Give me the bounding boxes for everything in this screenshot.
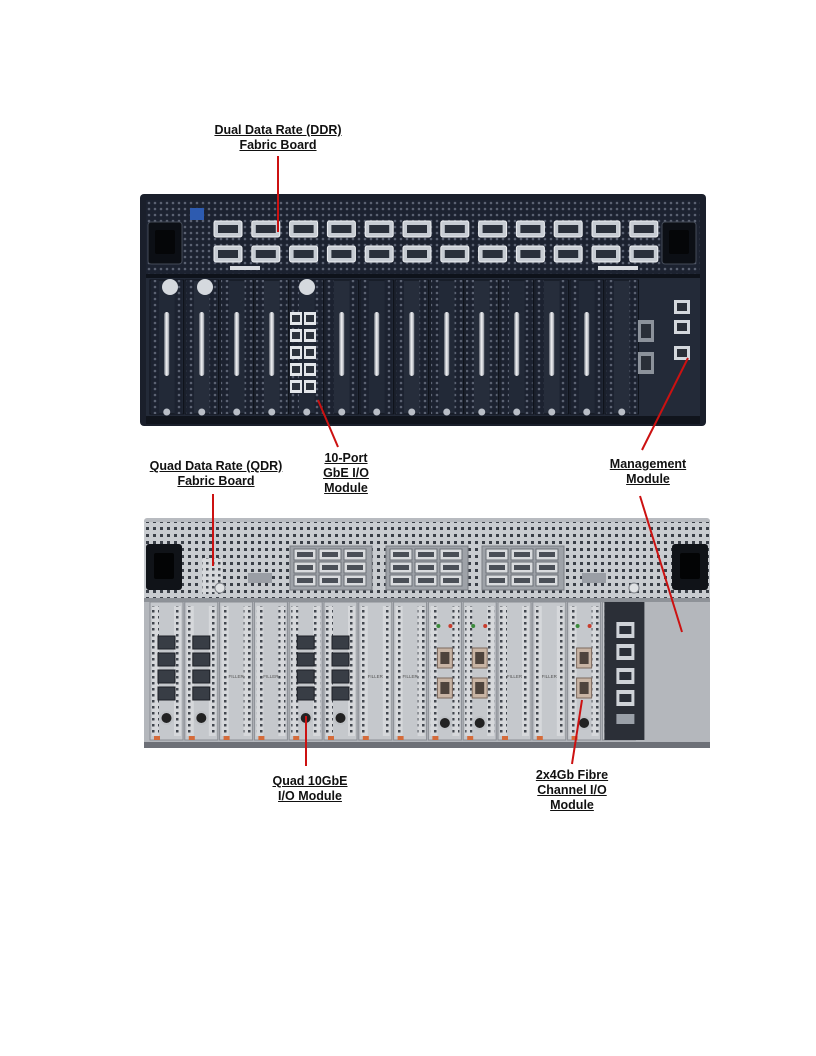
slot-handle: [199, 312, 205, 376]
sfp-plus-cage: [157, 669, 176, 684]
sfp-plus-cage: [331, 686, 350, 701]
ejector-handle: [437, 716, 452, 730]
slot-handle: [584, 312, 590, 376]
power-inlet-left: [147, 221, 183, 265]
fibre-channel-module-label: 2x4Gb Fibre Channel I/O Module: [535, 768, 609, 812]
filler-panel-label: FILLER: [402, 674, 418, 679]
thumbscrew: [233, 408, 241, 416]
status-led: [436, 624, 441, 628]
thumbscrew: [373, 408, 381, 416]
thumbscrew: [268, 408, 276, 416]
retention-clip: [502, 736, 508, 740]
status-led: [575, 624, 580, 628]
retention-clip: [258, 736, 265, 740]
status-badge: [190, 208, 204, 220]
sfp-plus-cage: [331, 669, 350, 684]
retention-clip: [223, 736, 230, 740]
power-inlet-right: [661, 221, 697, 265]
power-inlet-left: [146, 544, 182, 590]
qdr-chassis-photo: FILLER FILLER FILLER FILLER FILLER FILLER: [144, 518, 710, 748]
thumbscrew: [583, 408, 591, 416]
knob: [197, 279, 213, 295]
retention-clip: [188, 736, 195, 740]
sfp-plus-cage: [331, 635, 350, 650]
retention-clip: [154, 736, 160, 740]
sfp-plus-cage: [296, 669, 315, 684]
retention-clip: [467, 736, 474, 740]
slot-handle: [374, 312, 380, 376]
sfp-plus-cage: [157, 635, 176, 650]
sfp-plus-cage: [192, 652, 211, 667]
slot-handle: [409, 312, 415, 376]
qdr-fabric-board-label: Quad Data Rate (QDR) Fabric Board: [149, 459, 283, 488]
filler-panel-label: FILLER: [228, 674, 244, 679]
ejector-handle: [333, 711, 348, 725]
status-led: [471, 624, 476, 628]
slot-handle: [164, 312, 170, 376]
slot-handle: [479, 312, 485, 376]
ejector-handle: [298, 711, 313, 725]
slot-handle: [444, 312, 450, 376]
sfp-plus-cage: [296, 635, 315, 650]
retention-clip: [362, 736, 369, 740]
retention-clip: [536, 736, 543, 740]
latch-handle: [230, 266, 260, 270]
slot-handle: [514, 312, 520, 376]
thumbscrew: [163, 408, 171, 416]
thumbscrew: [443, 408, 451, 416]
power-inlet-right: [672, 544, 708, 590]
thumbscrew: [303, 408, 311, 416]
thumbscrew: [214, 582, 226, 594]
sfp-plus-cage: [192, 635, 211, 650]
sfp-plus-cage: [192, 686, 211, 701]
quad-10gbe-module-label: Quad 10GbE I/O Module: [272, 774, 348, 803]
latch-handle: [248, 573, 272, 583]
ejector-handle: [159, 711, 174, 725]
retention-clip: [293, 736, 300, 740]
thumbscrew: [198, 408, 206, 416]
latch-handle: [582, 573, 606, 583]
retention-clip: [432, 736, 439, 740]
sfp-plus-cage: [157, 652, 176, 667]
thumbscrew: [548, 408, 556, 416]
thumbscrew: [513, 408, 521, 416]
filler-panel-label: FILLER: [263, 674, 279, 679]
usb-port: [616, 714, 635, 724]
slot-handle: [549, 312, 555, 376]
knob: [162, 279, 178, 295]
sfp-plus-cage: [157, 686, 176, 701]
management-module-label: Management Module: [609, 457, 687, 486]
ejector-handle: [472, 716, 487, 730]
knob: [299, 279, 315, 295]
sfp-plus-cage: [296, 686, 315, 701]
retention-clip: [397, 736, 404, 740]
filler-panel-label: FILLER: [542, 674, 558, 679]
filler-panel-label: FILLER: [507, 674, 523, 679]
slot-handle: [339, 312, 345, 376]
slot-handle: [269, 312, 275, 376]
thumbscrew: [478, 408, 486, 416]
filler-panel-label: FILLER: [368, 674, 384, 679]
thumbscrew: [618, 408, 626, 416]
sfp-plus-cage: [331, 652, 350, 667]
ejector-handle: [577, 716, 592, 730]
thumbscrew: [408, 408, 416, 416]
ddr-fabric-board-label: Dual Data Rate (DDR) Fabric Board: [214, 123, 342, 152]
status-led: [448, 624, 453, 628]
status-led: [587, 624, 592, 628]
sfp-plus-cage: [192, 669, 211, 684]
thumbscrew: [628, 582, 640, 594]
sfp-plus-cage: [296, 652, 315, 667]
retention-clip: [328, 736, 334, 740]
ddr-chassis-photo: [140, 194, 706, 426]
latch-handle: [598, 266, 638, 270]
ten-port-gbe-module-label: 10-Port GbE I/O Module: [323, 451, 369, 495]
thumbscrew: [338, 408, 346, 416]
retention-clip: [571, 736, 578, 740]
ejector-handle: [194, 711, 209, 725]
slot-handle: [234, 312, 240, 376]
status-led: [483, 624, 488, 628]
